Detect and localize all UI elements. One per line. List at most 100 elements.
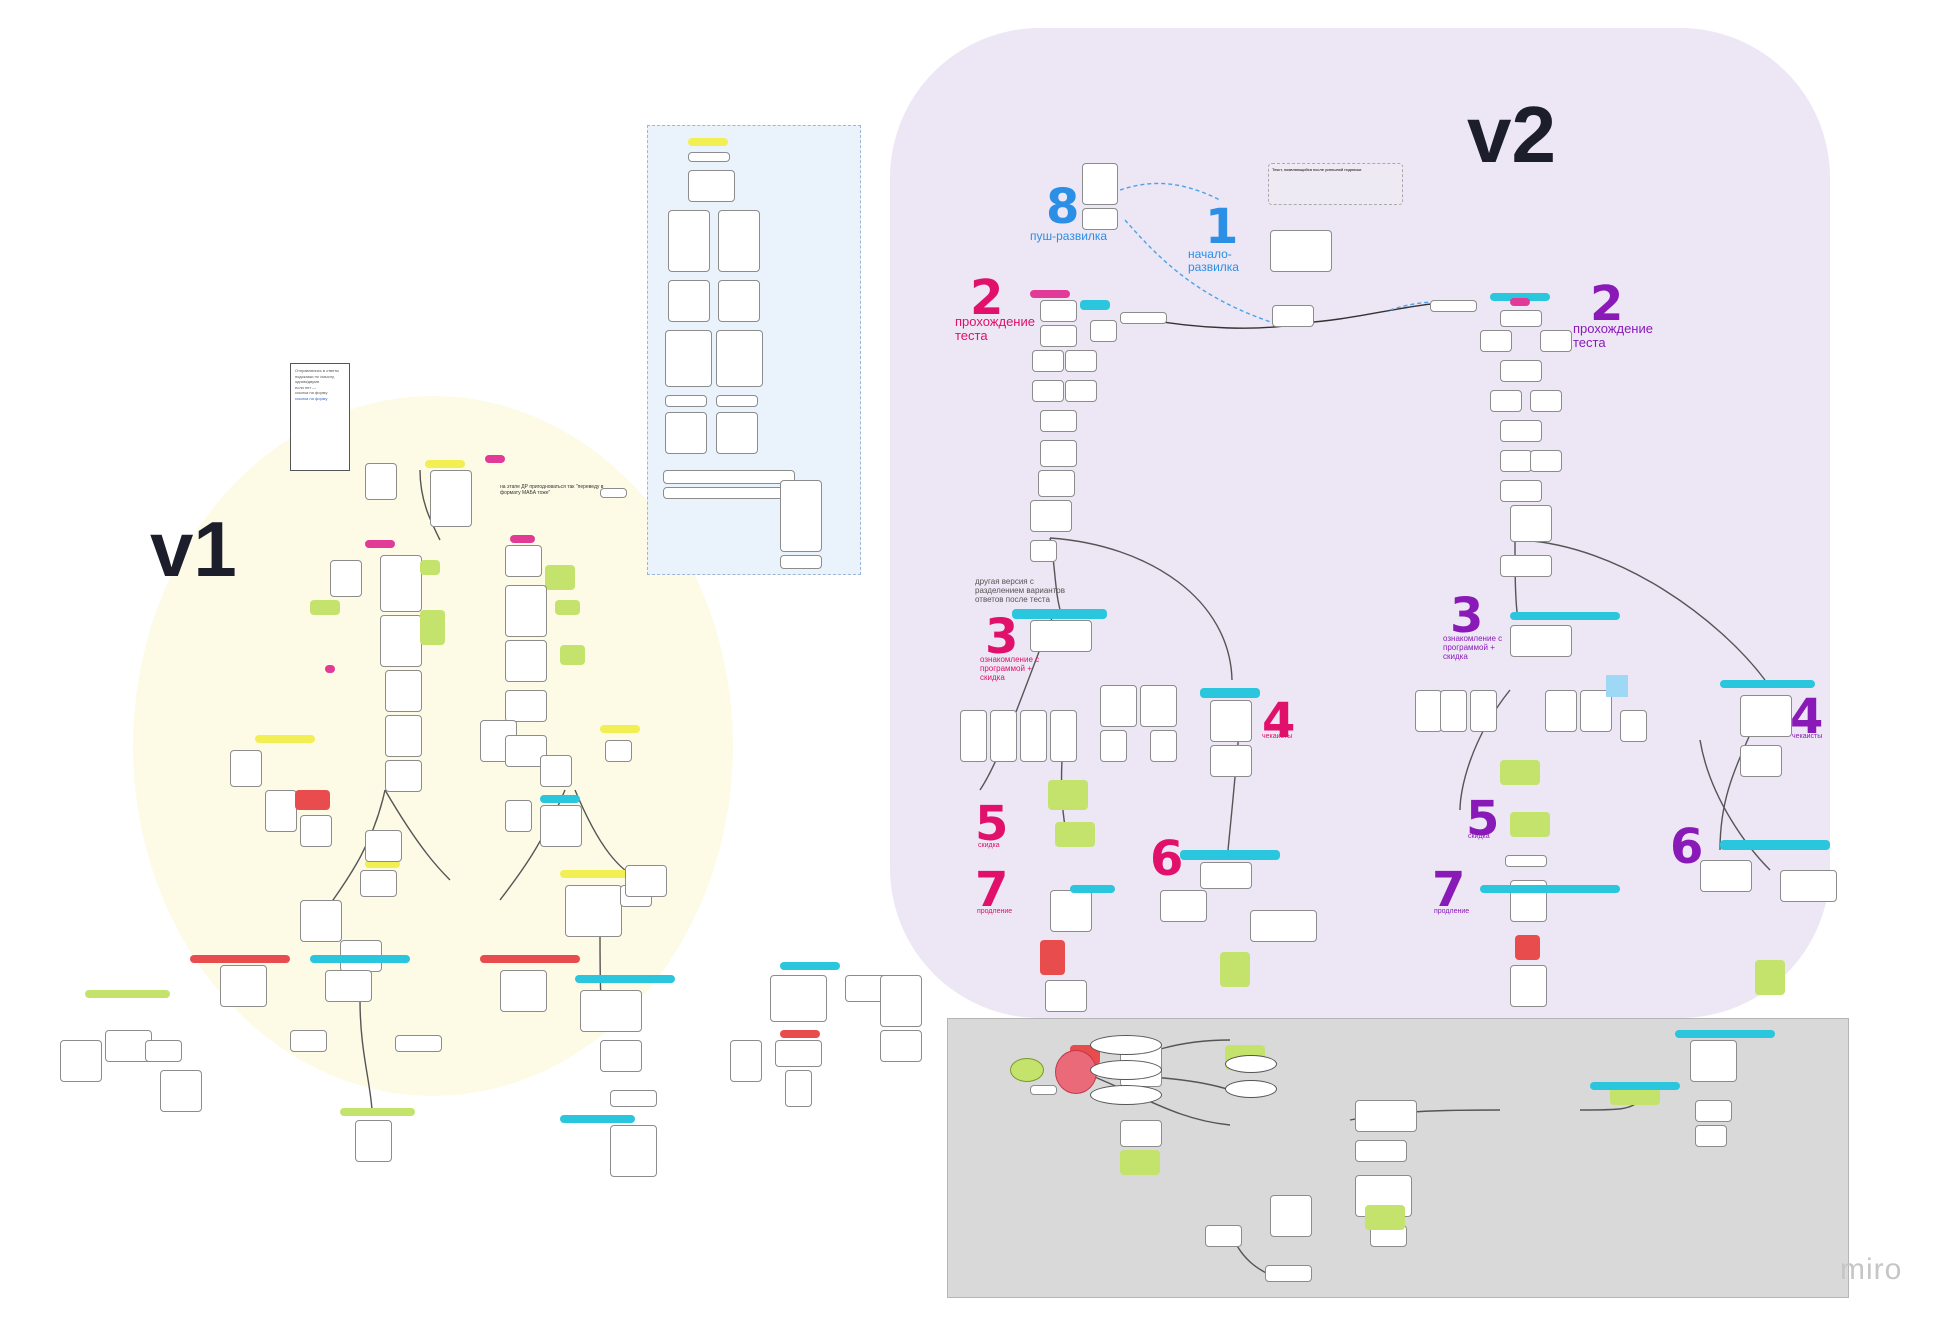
flow-card[interactable] — [365, 463, 397, 500]
flow-card[interactable] — [85, 990, 170, 998]
flow-card[interactable] — [1500, 450, 1532, 472]
flow-card[interactable] — [1500, 480, 1542, 502]
flow-card[interactable] — [1720, 680, 1815, 688]
flow-card[interactable] — [718, 210, 760, 272]
flow-card[interactable] — [1510, 965, 1547, 1007]
flow-card[interactable] — [1690, 1040, 1737, 1082]
flow-card[interactable] — [688, 152, 730, 162]
flow-card[interactable] — [1355, 1140, 1407, 1162]
flow-card[interactable] — [1100, 730, 1127, 762]
flow-card[interactable] — [1440, 690, 1467, 732]
flow-card[interactable] — [575, 975, 675, 983]
flow-card[interactable] — [610, 1125, 657, 1177]
blue-sticky[interactable] — [1606, 675, 1628, 697]
top-note-card[interactable]: Текст, появляющийся после успешной подпи… — [1268, 163, 1403, 205]
flow-card[interactable] — [1050, 710, 1077, 762]
flow-card[interactable] — [500, 970, 547, 1012]
flow-card[interactable] — [60, 1040, 102, 1082]
flow-card[interactable] — [1695, 1100, 1732, 1122]
flow-card[interactable] — [505, 640, 547, 682]
flow-card[interactable] — [1530, 390, 1562, 412]
flow-card[interactable] — [340, 1108, 415, 1116]
flow-card[interactable] — [1210, 745, 1252, 777]
flow-card[interactable] — [1030, 290, 1070, 298]
flow-card[interactable] — [1270, 230, 1332, 272]
flow-card[interactable] — [1510, 812, 1550, 837]
gray-oval-node[interactable] — [1090, 1085, 1162, 1105]
flow-card[interactable] — [295, 790, 330, 810]
flow-card[interactable] — [1050, 890, 1092, 932]
flow-card[interactable] — [665, 395, 707, 407]
flow-card[interactable] — [1500, 760, 1540, 785]
gray-start-node[interactable] — [1010, 1058, 1044, 1082]
flow-card[interactable] — [600, 725, 640, 733]
flow-card[interactable] — [610, 1090, 657, 1107]
flow-card[interactable] — [1675, 1030, 1775, 1038]
flow-card[interactable] — [1040, 410, 1077, 432]
flow-card[interactable] — [1048, 780, 1088, 810]
flow-card[interactable] — [1250, 910, 1317, 942]
flow-card[interactable] — [1270, 1195, 1312, 1237]
gray-oval-node[interactable] — [1090, 1060, 1162, 1080]
flow-card[interactable] — [990, 710, 1017, 762]
flow-card[interactable] — [1040, 940, 1065, 975]
flow-card[interactable] — [505, 585, 547, 637]
flow-card[interactable] — [1032, 350, 1064, 372]
flow-card[interactable] — [1080, 300, 1110, 310]
flow-card[interactable] — [1070, 885, 1115, 893]
flow-card[interactable] — [960, 710, 987, 762]
flow-card[interactable] — [385, 670, 422, 712]
flow-card[interactable] — [365, 860, 400, 868]
flow-card[interactable] — [1140, 685, 1177, 727]
step-7-right[interactable]: 7 — [1432, 866, 1465, 914]
flow-card[interactable] — [1040, 440, 1077, 467]
flow-card[interactable] — [780, 962, 840, 970]
flow-card[interactable] — [1500, 310, 1542, 327]
flow-card[interactable] — [770, 975, 827, 1022]
flow-card[interactable] — [505, 800, 532, 832]
flow-card[interactable] — [1720, 840, 1830, 850]
flow-card[interactable] — [1700, 860, 1752, 892]
step-5-right[interactable]: 5 — [1466, 795, 1499, 843]
flow-card[interactable] — [300, 815, 332, 847]
flow-card[interactable] — [600, 488, 627, 498]
flow-card[interactable] — [716, 330, 763, 387]
flow-card[interactable] — [880, 975, 922, 1027]
step-2-left[interactable]: 2 — [970, 274, 1003, 322]
flow-card[interactable] — [1415, 690, 1442, 732]
flow-card[interactable] — [560, 1115, 635, 1123]
flow-card[interactable] — [565, 885, 622, 937]
flow-card[interactable] — [1032, 380, 1064, 402]
flow-card[interactable] — [716, 412, 758, 454]
flow-card[interactable] — [1490, 293, 1550, 301]
flow-card[interactable] — [545, 565, 575, 590]
flow-card[interactable] — [1515, 935, 1540, 960]
flow-card[interactable] — [360, 870, 397, 897]
flow-card[interactable] — [1065, 380, 1097, 402]
flow-card[interactable] — [668, 210, 710, 272]
flow-card[interactable] — [420, 560, 440, 575]
flow-card[interactable] — [540, 795, 580, 803]
flow-card[interactable] — [880, 1030, 922, 1062]
step-4-left[interactable]: 4 — [1262, 697, 1295, 745]
flow-card[interactable] — [380, 615, 422, 667]
flow-card[interactable] — [1090, 320, 1117, 342]
flow-card[interactable] — [380, 555, 422, 612]
flow-card[interactable] — [1430, 300, 1477, 312]
flow-card[interactable] — [385, 715, 422, 757]
flow-card[interactable] — [1510, 505, 1552, 542]
flow-card[interactable] — [1500, 420, 1542, 442]
flow-card[interactable] — [1610, 1085, 1660, 1105]
flow-card[interactable] — [300, 900, 342, 942]
step-3-left[interactable]: 3 — [985, 613, 1018, 661]
flow-card[interactable] — [540, 755, 572, 787]
flow-card[interactable] — [1780, 870, 1837, 902]
flow-card[interactable] — [1082, 208, 1118, 230]
flow-card[interactable] — [1065, 350, 1097, 372]
step-8[interactable]: 8 — [1046, 183, 1079, 231]
flow-card[interactable] — [1012, 609, 1107, 619]
flow-card[interactable] — [330, 560, 362, 597]
flow-card[interactable] — [1120, 1150, 1160, 1175]
flow-card[interactable] — [220, 965, 267, 1007]
flow-card[interactable] — [1030, 540, 1057, 562]
